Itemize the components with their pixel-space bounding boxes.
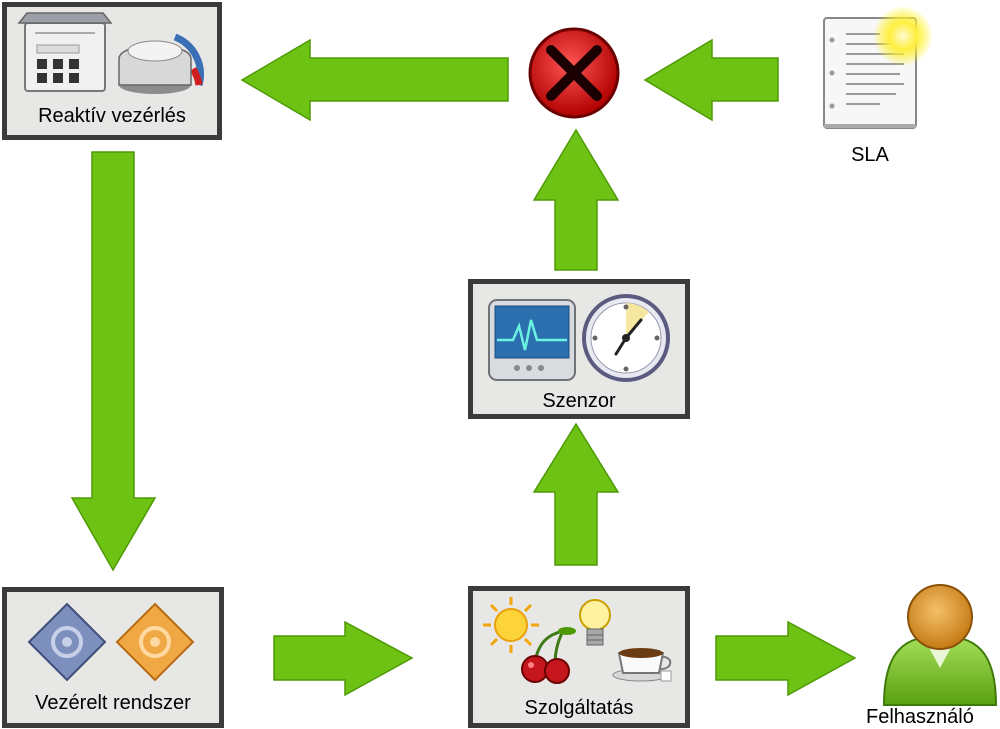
sla-label: SLA <box>851 144 889 166</box>
document-icon <box>823 6 933 129</box>
sun-icon <box>483 597 539 653</box>
arrow-sla-to-error <box>643 38 779 122</box>
controlled-system-box[interactable]: Vezérelt rendszer <box>2 587 224 728</box>
arrow-control-to-system <box>70 151 157 572</box>
gear-diamond-icon <box>27 602 107 682</box>
service-label: Szolgáltatás <box>524 697 634 719</box>
clock-icon <box>582 294 670 382</box>
error-x-icon <box>528 27 620 119</box>
reactive-control-box[interactable]: Reaktív vezérlés <box>2 2 222 140</box>
control-panel-icon <box>17 12 113 92</box>
sensor-label: Szenzor <box>542 390 616 412</box>
arrow-system-to-service <box>273 620 414 697</box>
user-label: Felhasználó <box>866 706 974 728</box>
user-icon <box>882 584 998 706</box>
monitor-icon <box>488 299 576 381</box>
cherries-icon <box>521 627 576 684</box>
service-icons <box>483 597 672 684</box>
sensor-box[interactable]: Szenzor <box>468 279 690 419</box>
controlled-system-label: Vezérelt rendszer <box>35 692 191 714</box>
lightbulb-icon <box>579 599 611 646</box>
reactive-control-icons <box>17 12 204 94</box>
arrow-sensor-to-error <box>532 128 620 271</box>
arrow-service-to-sensor <box>532 422 620 566</box>
sensor-icons <box>488 294 670 382</box>
reactive-control-label: Reaktív vezérlés <box>38 105 186 127</box>
service-box[interactable]: Szolgáltatás <box>468 586 690 728</box>
arrow-error-to-control <box>240 38 509 122</box>
dial-icon <box>118 33 204 94</box>
gear-diamond-icon <box>115 602 195 682</box>
arrow-service-to-user <box>715 620 857 697</box>
controlled-system-icons <box>27 602 195 682</box>
coffee-cup-icon <box>612 648 672 682</box>
